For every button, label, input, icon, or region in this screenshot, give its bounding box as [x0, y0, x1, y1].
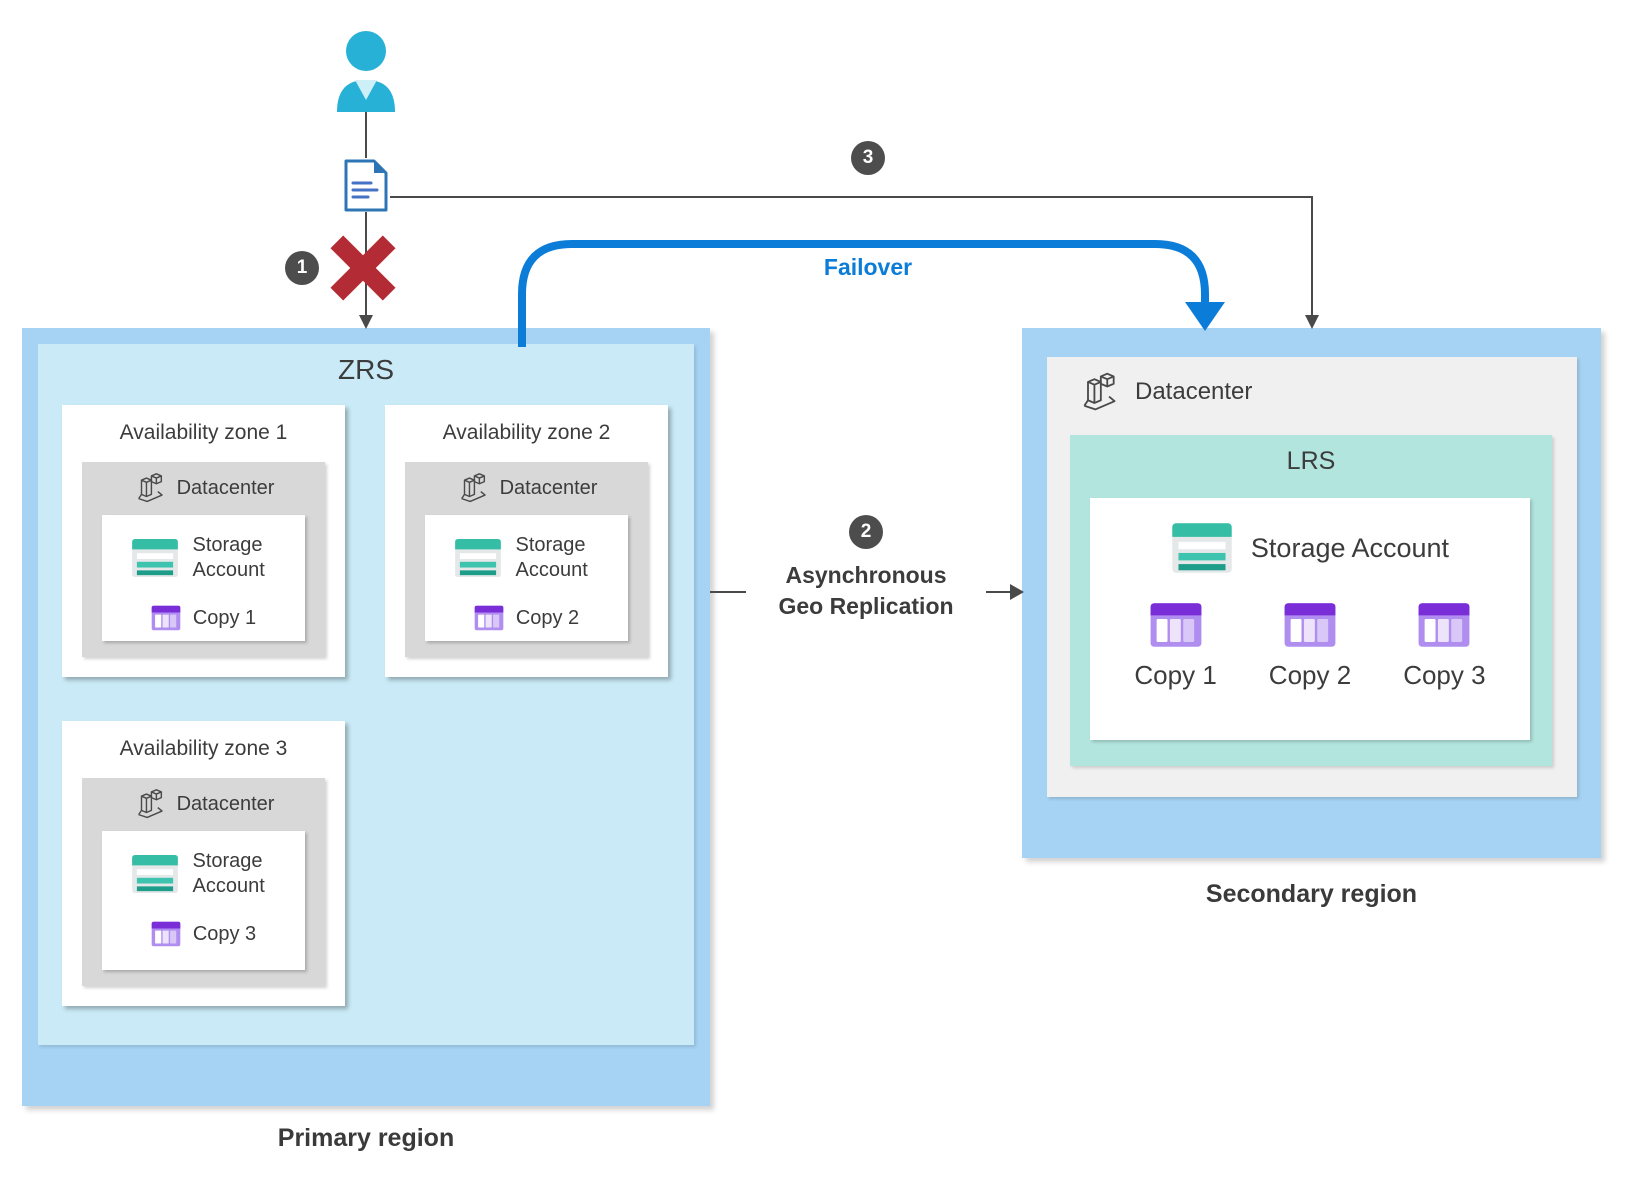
datacenter-label: Datacenter — [176, 476, 275, 499]
storage-box: Storage Account Copy 3 — [102, 831, 305, 970]
availability-zone-1-card: Availability zone 1 Datacenter — [62, 405, 345, 677]
copy-label: Copy 2 — [1268, 660, 1352, 690]
copy-item-1: Copy 1 — [1134, 602, 1217, 691]
storage-box: Storage Account Copy 1 — [102, 515, 305, 641]
primary-region: ZRS Availability zone 1 Datacenter — [22, 328, 710, 1106]
datacenter-icon — [460, 473, 486, 503]
copy-icon — [474, 605, 504, 631]
secondary-storage-box: Storage Account Copy 1 — [1090, 498, 1530, 740]
copy-icon — [1150, 603, 1202, 647]
datacenter-box: Datacenter Storage Account — [405, 462, 648, 657]
storage-account-icon — [1172, 523, 1232, 573]
datacenter-box: Datacenter Storage Account — [82, 778, 325, 986]
availability-zone-3-card: Availability zone 3 Datacenter — [62, 721, 345, 1006]
storage-box: Storage Account Copy 2 — [425, 515, 628, 641]
copy-item-3: Copy 3 — [1403, 602, 1486, 691]
copy-label: Copy 3 — [1403, 660, 1486, 690]
storage-account-label: Storage Account — [515, 534, 588, 581]
geo-replication-label: Asynchronous Geo Replication — [746, 558, 986, 624]
copy-label: Copy 1 — [1134, 660, 1217, 690]
copy-label: Copy 3 — [192, 922, 257, 945]
storage-account-label: Storage Account — [192, 534, 265, 581]
document-to-primary-arrow — [359, 212, 373, 329]
zrs-label: ZRS — [338, 354, 394, 385]
geo-replication-label-line2: Geo Replication — [778, 593, 954, 619]
datacenter-icon — [137, 473, 163, 503]
availability-zone-title: Availability zone 1 — [119, 421, 288, 444]
step-badge-1: 1 — [285, 251, 319, 285]
primary-region-caption: Primary region — [277, 1124, 455, 1152]
copy-icon — [1418, 603, 1470, 647]
datacenter-icon — [137, 789, 163, 819]
secondary-datacenter-box: Datacenter LRS Storage Account — [1047, 357, 1577, 797]
datacenter-box: Datacenter Storage Account — [82, 462, 325, 657]
copy-icon — [151, 921, 181, 947]
datacenter-label: Datacenter — [176, 792, 275, 815]
copy-icon — [1284, 603, 1336, 647]
step-badge-3: 3 — [851, 141, 885, 175]
availability-zone-2-card: Availability zone 2 Datacenter — [385, 405, 668, 677]
geo-replication-label-line1: Asynchronous — [785, 562, 947, 588]
datacenter-label: Datacenter — [499, 476, 598, 499]
copy-icon — [151, 605, 181, 631]
storage-account-icon — [131, 538, 178, 578]
copy-label: Copy 2 — [515, 606, 580, 629]
availability-zone-title: Availability zone 3 — [119, 737, 288, 760]
storage-account-label: Storage Account — [1250, 532, 1450, 563]
secondary-region: Datacenter LRS Storage Account — [1022, 328, 1601, 858]
failover-label: Failover — [823, 254, 913, 280]
lrs-label: LRS — [1286, 447, 1336, 475]
user-icon — [337, 31, 395, 112]
storage-account-label: Storage Account — [192, 850, 265, 897]
storage-account-icon — [131, 854, 178, 894]
step-badge-2: 2 — [849, 515, 883, 549]
datacenter-icon — [1083, 372, 1116, 411]
secondary-region-caption: Secondary region — [1205, 880, 1418, 908]
availability-zone-title: Availability zone 2 — [442, 421, 611, 444]
storage-account-icon — [454, 538, 501, 578]
datacenter-label: Datacenter — [1135, 378, 1253, 405]
copy-item-2: Copy 2 — [1269, 602, 1351, 691]
document-icon — [344, 159, 388, 212]
error-x-icon — [330, 235, 396, 301]
lrs-container: LRS Storage Account — [1070, 435, 1552, 766]
copy-label: Copy 1 — [192, 606, 257, 629]
zrs-container: ZRS Availability zone 1 Datacenter — [38, 344, 694, 1045]
